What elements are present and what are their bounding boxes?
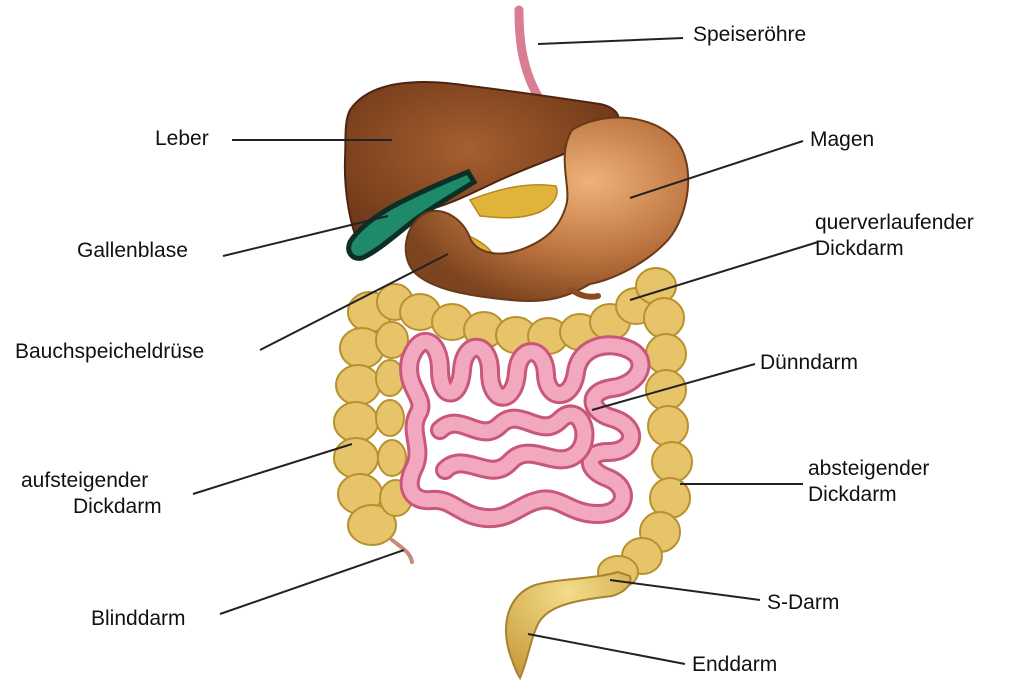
label-querverlaufender-line2: Dickdarm — [815, 236, 974, 262]
label-s-darm: S-Darm — [767, 590, 839, 616]
label-gallenblase: Gallenblase — [77, 238, 188, 264]
label-absteigender-line2: Dickdarm — [808, 482, 929, 508]
label-duenndarm: Dünndarm — [760, 350, 858, 376]
leader-line-enddarm — [528, 634, 685, 664]
label-absteigender-dickdarm: absteigender Dickdarm — [808, 456, 929, 508]
label-enddarm: Enddarm — [692, 652, 777, 678]
ascending-colon-shape — [334, 284, 413, 545]
small-intestine-shape — [409, 342, 640, 518]
label-leber: Leber — [155, 126, 209, 152]
label-speiseroehre: Speiseröhre — [693, 22, 806, 48]
leader-line-speiseroehre — [538, 38, 683, 44]
label-querverlaufender-line1: querverlaufender — [815, 210, 974, 236]
leader-line-aufsteigend — [193, 444, 352, 494]
label-absteigender-line1: absteigender — [808, 456, 929, 482]
label-querverlaufender-dickdarm: querverlaufender Dickdarm — [815, 210, 974, 262]
label-aufsteigender-dickdarm: aufsteigender Dickdarm — [21, 468, 162, 520]
duodenum-shape — [572, 290, 598, 297]
label-bauchspeicheldruese: Bauchspeicheldrüse — [15, 339, 204, 365]
leader-line-blinddarm — [220, 550, 404, 614]
leader-line-s-darm — [610, 580, 760, 600]
label-magen: Magen — [810, 127, 874, 153]
label-blinddarm: Blinddarm — [91, 606, 186, 632]
label-aufsteigender-line2: Dickdarm — [21, 494, 162, 520]
rectum-shape — [506, 572, 630, 678]
pancreas-shape — [470, 185, 557, 218]
label-aufsteigender-line1: aufsteigender — [21, 468, 162, 494]
